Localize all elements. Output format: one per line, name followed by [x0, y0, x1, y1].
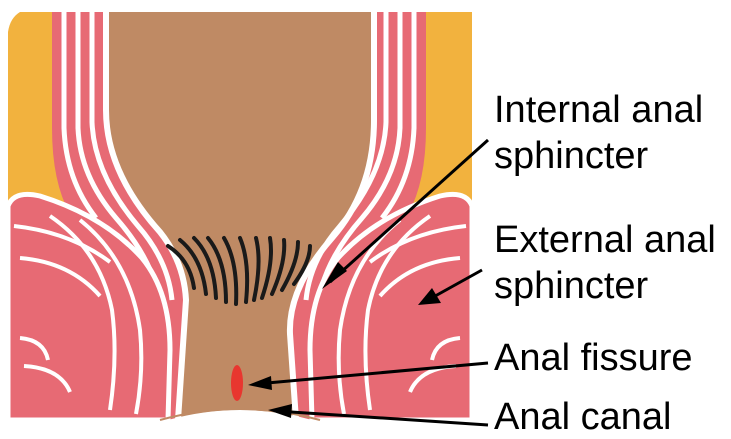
canal-label: Anal canal [494, 394, 671, 439]
fissure-label: Anal fissure [494, 335, 693, 381]
fissure-mark [231, 365, 243, 401]
internal-sphincter-label: Internal anal sphincter [494, 87, 703, 179]
external-sphincter-label: External anal sphincter [494, 217, 716, 309]
